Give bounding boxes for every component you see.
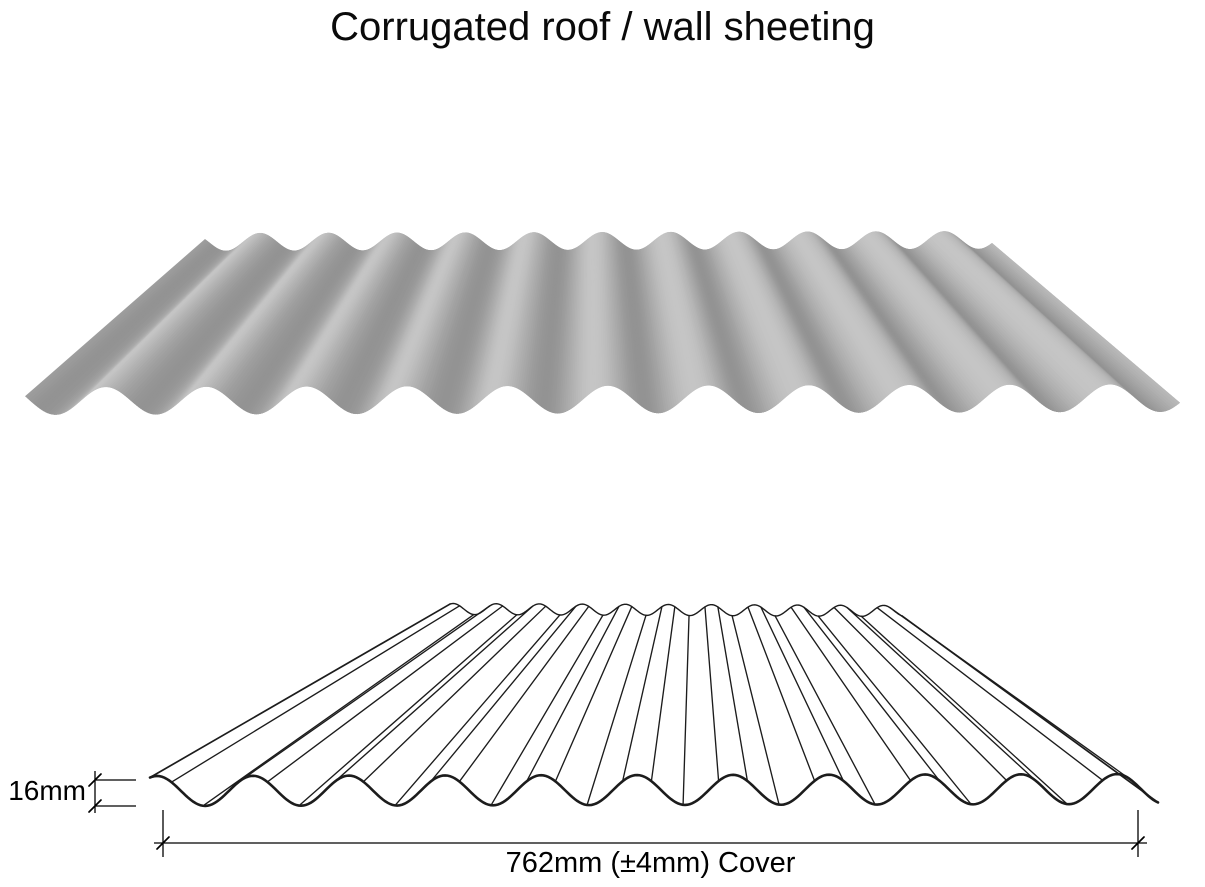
cover-width-label: 762mm (±4mm) Cover <box>505 847 796 879</box>
cover-width-dimension <box>154 810 1147 857</box>
profile-height-dimension <box>88 771 136 813</box>
page-title: Corrugated roof / wall sheeting <box>330 5 875 49</box>
shaded-sheet-figure <box>25 231 1180 415</box>
wireframe-sheet-figure <box>148 602 1160 808</box>
profile-height-label: 16mm <box>8 775 86 806</box>
